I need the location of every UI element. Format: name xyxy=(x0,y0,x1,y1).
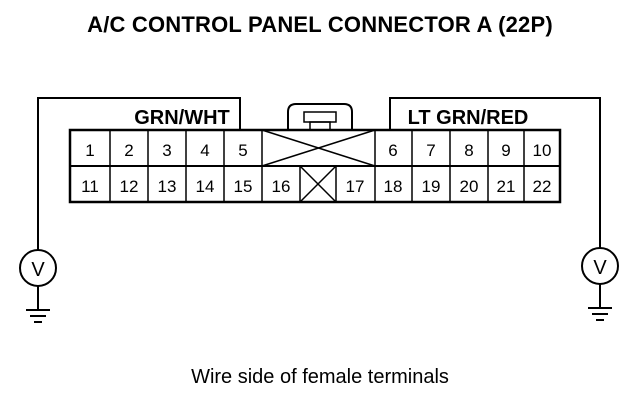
right-wire-line xyxy=(389,97,601,256)
terminal-9: 9 xyxy=(501,141,510,160)
terminal-5: 5 xyxy=(238,141,247,160)
terminal-3: 3 xyxy=(162,141,171,160)
blank-cavity-cross xyxy=(261,129,376,167)
ground-left-icon xyxy=(26,286,50,323)
voltmeter-left-icon: V xyxy=(19,249,57,287)
voltmeter-right-icon: V xyxy=(581,247,619,285)
terminal-12: 12 xyxy=(120,177,139,196)
terminal-11: 11 xyxy=(81,177,99,196)
terminal-21: 21 xyxy=(497,177,516,196)
terminal-2: 2 xyxy=(124,141,133,160)
terminal-15: 15 xyxy=(234,177,253,196)
terminal-10: 10 xyxy=(533,141,552,160)
terminal-19: 19 xyxy=(422,177,441,196)
diagram-title: A/C CONTROL PANEL CONNECTOR A (22P) xyxy=(87,12,553,37)
left-wire-line xyxy=(37,97,241,258)
diagram-caption: Wire side of female terminals xyxy=(191,366,449,388)
ground-right-icon xyxy=(588,284,612,321)
blank-cavity-cross xyxy=(299,165,337,203)
terminal-1: 1 xyxy=(85,141,94,160)
terminal-20: 20 xyxy=(460,177,479,196)
svg-text:V: V xyxy=(593,257,607,279)
terminal-16: 16 xyxy=(272,177,291,196)
terminal-7: 7 xyxy=(426,141,435,160)
connector-latch xyxy=(287,103,353,130)
terminal-4: 4 xyxy=(200,141,209,160)
wire-label-right: LT GRN/RED xyxy=(408,107,529,129)
terminal-14: 14 xyxy=(196,177,215,196)
terminal-6: 6 xyxy=(388,141,397,160)
terminal-22: 22 xyxy=(533,177,552,196)
terminal-8: 8 xyxy=(464,141,473,160)
terminal-13: 13 xyxy=(158,177,177,196)
terminal-18: 18 xyxy=(384,177,403,196)
svg-text:V: V xyxy=(31,259,45,281)
terminal-17: 17 xyxy=(346,177,365,196)
connector-latch-slot xyxy=(303,111,337,123)
wire-label-left: GRN/WHT xyxy=(134,107,230,129)
